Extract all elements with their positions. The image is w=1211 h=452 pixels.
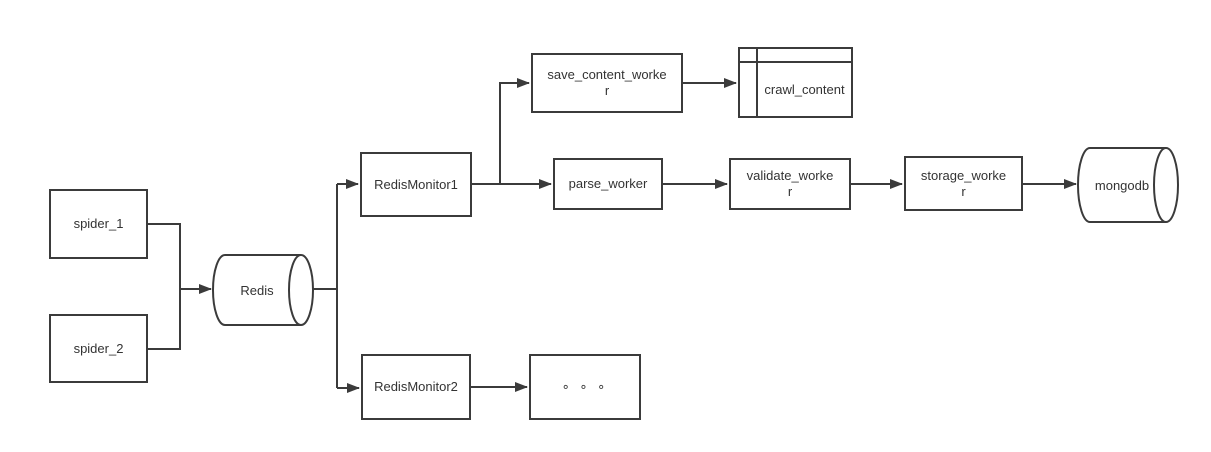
node-label: Redis [240, 282, 274, 298]
node-label: mongodb [1094, 177, 1150, 193]
redis-monitor2-node: RedisMonitor2 [361, 354, 471, 420]
redis-node-label: Redis [213, 255, 301, 325]
ellipsis-node: ∘ ∘ ∘ [529, 354, 641, 420]
node-label: storage_worke r [920, 167, 1007, 199]
node-label: ∘ ∘ ∘ [561, 379, 609, 394]
crawl-content-table: crawl_content [738, 47, 853, 118]
edge-redis-trunk [313, 184, 338, 388]
node-label: parse_worker [568, 176, 648, 191]
spider-1-node: spider_1 [49, 189, 148, 259]
node-label: validate_worke r [746, 168, 834, 199]
table-header-row [740, 49, 851, 63]
node-label: spider_1 [73, 216, 124, 231]
redis-cylinder [212, 254, 314, 326]
spider-2-node: spider_2 [49, 314, 148, 383]
node-label: spider_2 [73, 340, 124, 356]
edge-monitor1-to-save [499, 78, 530, 184]
node-label: save_content_worke r [547, 67, 667, 98]
edge-spiders-merge [148, 223, 181, 350]
node-label: RedisMonitor1 [374, 176, 458, 192]
parse-worker-node: parse_worker [553, 158, 663, 210]
validate-worker-node: validate_worke r [729, 158, 851, 210]
mongodb-node-label: mongodb [1078, 148, 1166, 222]
redis-monitor1-node: RedisMonitor1 [360, 152, 472, 217]
storage-worker-node: storage_worke r [904, 156, 1023, 211]
node-label: crawl_content [764, 82, 845, 97]
node-label: RedisMonitor2 [374, 379, 458, 394]
mongodb-cylinder [1077, 147, 1179, 223]
table-left-strip [740, 49, 758, 116]
save-content-worker-node: save_content_worke r [531, 53, 683, 113]
